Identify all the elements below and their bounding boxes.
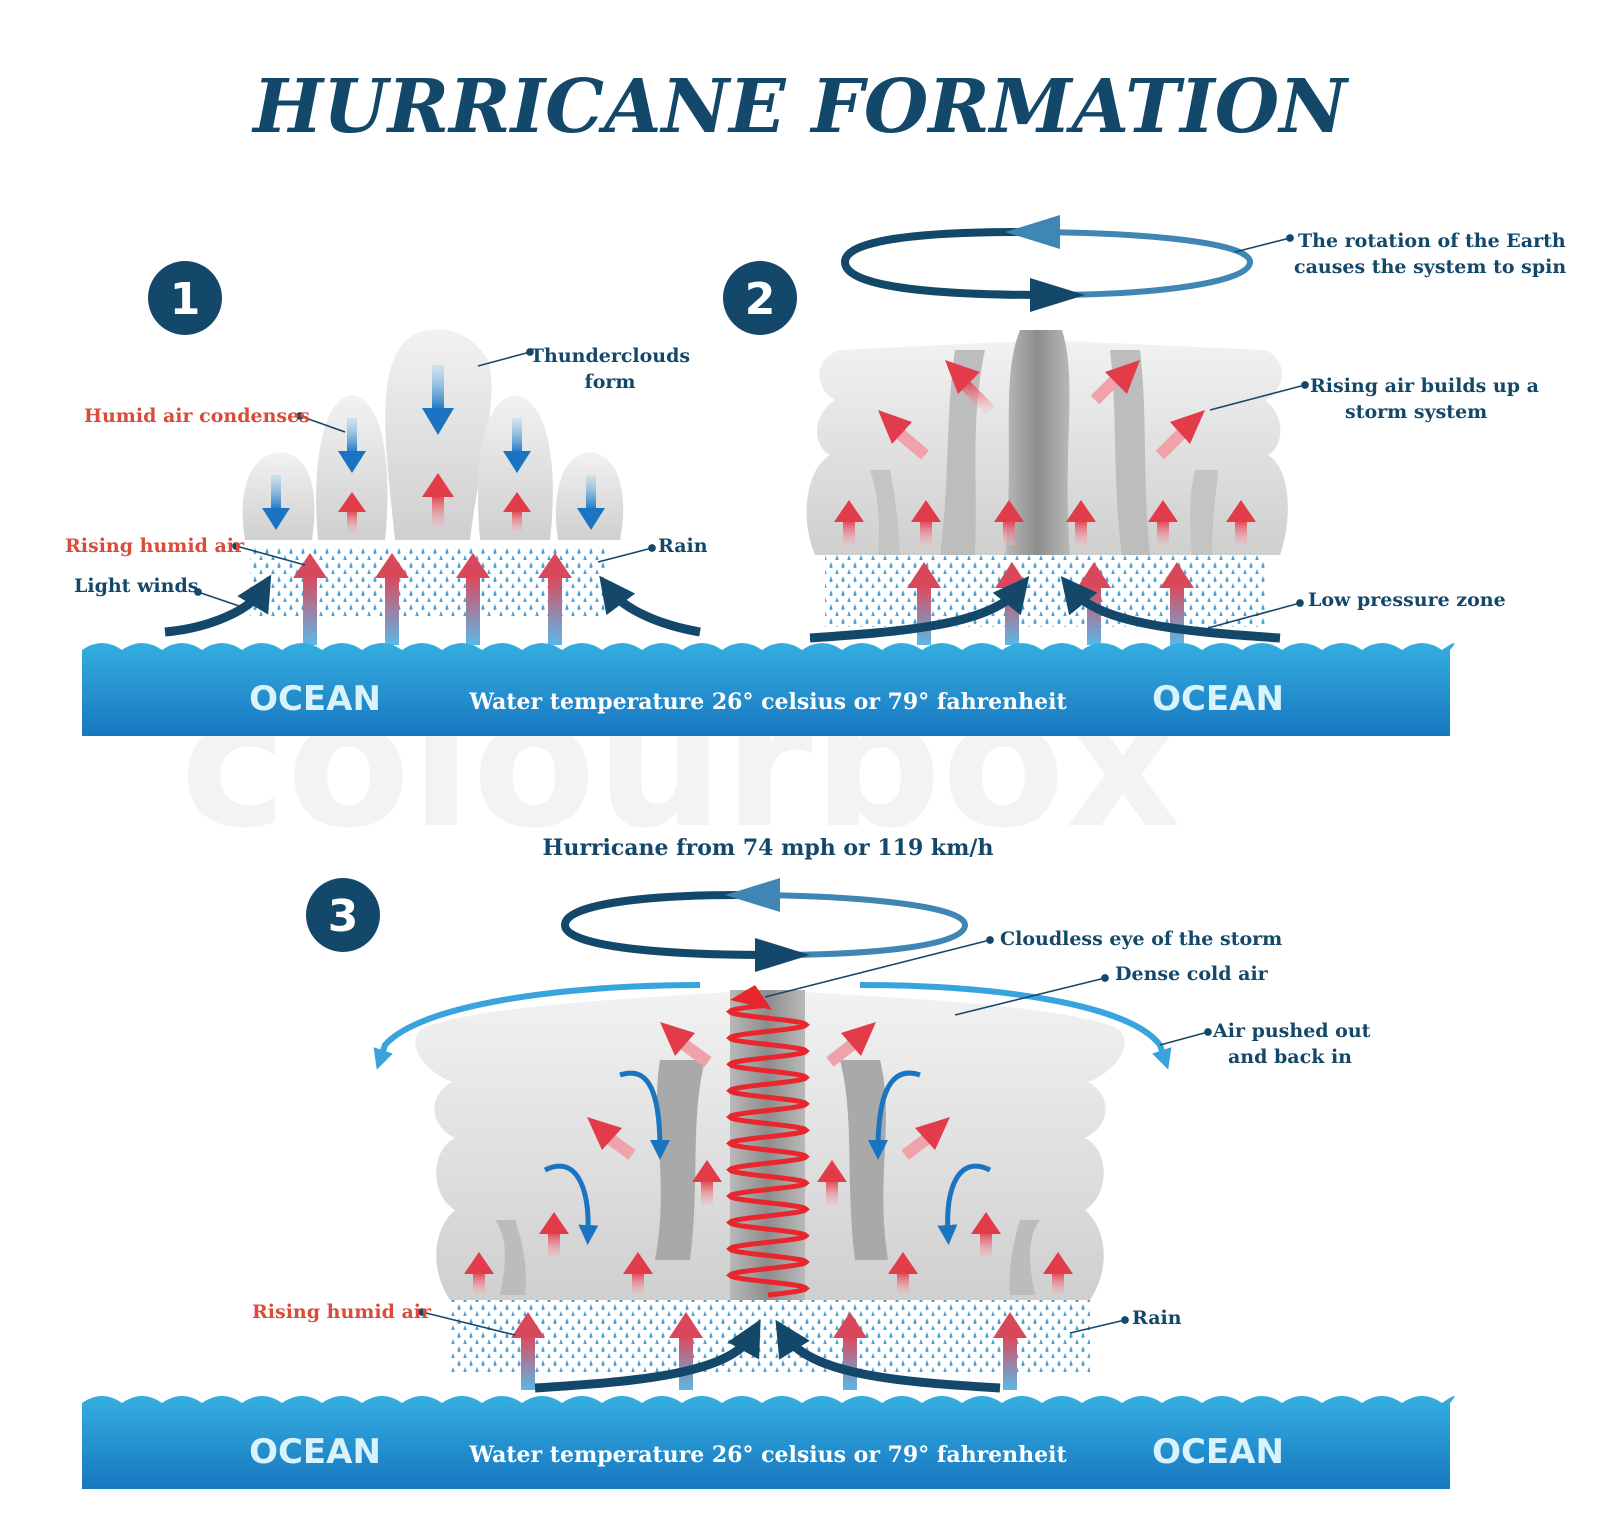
stage-3: 3 Hurricane from 74 mph or 119 km/h (252, 835, 1371, 1393)
stage-1-cloud-updrafts (338, 473, 531, 532)
rotation-arrowhead-front (1030, 278, 1085, 312)
stage-3-badge (306, 878, 380, 952)
inflow-arrow-right-3 (775, 1319, 1001, 1393)
ocean-surface-2 (82, 1396, 1455, 1489)
label-light-winds: Light winds (74, 575, 198, 597)
label-humid-air-condenses: Humid air condenses (84, 405, 310, 427)
ocean-label-left-1: OCEAN (249, 679, 381, 719)
water-temperature-2: Water temperature 26° celsius or 79° fah… (468, 1442, 1067, 1468)
hurricane-speed-label: Hurricane from 74 mph or 119 km/h (543, 835, 994, 861)
stage-3-cloud-updrafts (464, 1022, 1073, 1294)
label-dense-cold-air: Dense cold air (1115, 963, 1269, 985)
water-temperature-1: Water temperature 26° celsius or 79° fah… (468, 689, 1067, 715)
stage-1-badge-number: 1 (170, 274, 201, 325)
inflow-arrow-left (809, 575, 1030, 643)
label-rain-3: Rain (1132, 1307, 1182, 1329)
stage-1: 1 (65, 261, 708, 645)
stage-2-core (1005, 330, 1070, 555)
light-wind-arrow-right (599, 575, 701, 637)
inflow-arrow-right (1060, 575, 1281, 643)
stage-3-rising-air (511, 1312, 1027, 1390)
light-wind-arrow-left (164, 574, 272, 637)
ocean-label-right-2: OCEAN (1152, 1432, 1284, 1472)
rotation-arrowhead-back (1005, 215, 1060, 249)
stage-1-rising-air (293, 553, 572, 645)
stage-2-storm-cloud (806, 330, 1288, 555)
stage-2-badge-number: 2 (745, 274, 776, 325)
label-rising-humid-air-3: Rising humid air (252, 1301, 432, 1323)
down-arrow (503, 451, 531, 473)
earth-rotation-arrow (840, 215, 1254, 312)
stage-2-cloud-updrafts (834, 360, 1256, 545)
page-title: HURRICANE FORMATION (251, 64, 1349, 150)
ocean-band-2: OCEAN Water temperature 26° celsius or 7… (82, 1396, 1455, 1489)
stage-2-rain (825, 555, 1265, 627)
outflow-arrow-left (373, 982, 701, 1070)
down-arrow (577, 508, 605, 530)
label-rising-humid-air-1: Rising humid air (65, 535, 245, 557)
stage-2-badge (723, 261, 797, 335)
eye-spiral-arrowhead (730, 985, 772, 1010)
stage-1-badge (148, 261, 222, 335)
stage-3-rain (450, 1300, 1090, 1375)
label-eye: Cloudless eye of the storm (1000, 928, 1282, 950)
label-rain-1: Rain (658, 535, 708, 557)
eye-spiral (726, 1002, 810, 1298)
down-arrow (422, 408, 454, 435)
stage-3-badge-number: 3 (328, 891, 359, 942)
inflow-arrow-left-3 (534, 1319, 761, 1393)
ocean-label-left-2: OCEAN (249, 1432, 381, 1472)
ocean-label-right-1: OCEAN (1152, 679, 1284, 719)
stage-1-downdrafts (262, 365, 605, 530)
down-arrow (338, 451, 366, 473)
hurricane-rotation-arrow (560, 878, 969, 972)
ocean-band-1: OCEAN Water temperature 26° celsius or 7… (82, 643, 1455, 736)
label-low-pressure: Low pressure zone (1308, 589, 1506, 611)
stage-2: 2 (723, 215, 1566, 645)
stage-3-downdrafts (543, 1070, 992, 1245)
cloud-tall (385, 329, 492, 540)
ocean-surface-1 (82, 643, 1455, 736)
down-arrow (262, 508, 290, 530)
outflow-arrow-right (859, 982, 1172, 1070)
